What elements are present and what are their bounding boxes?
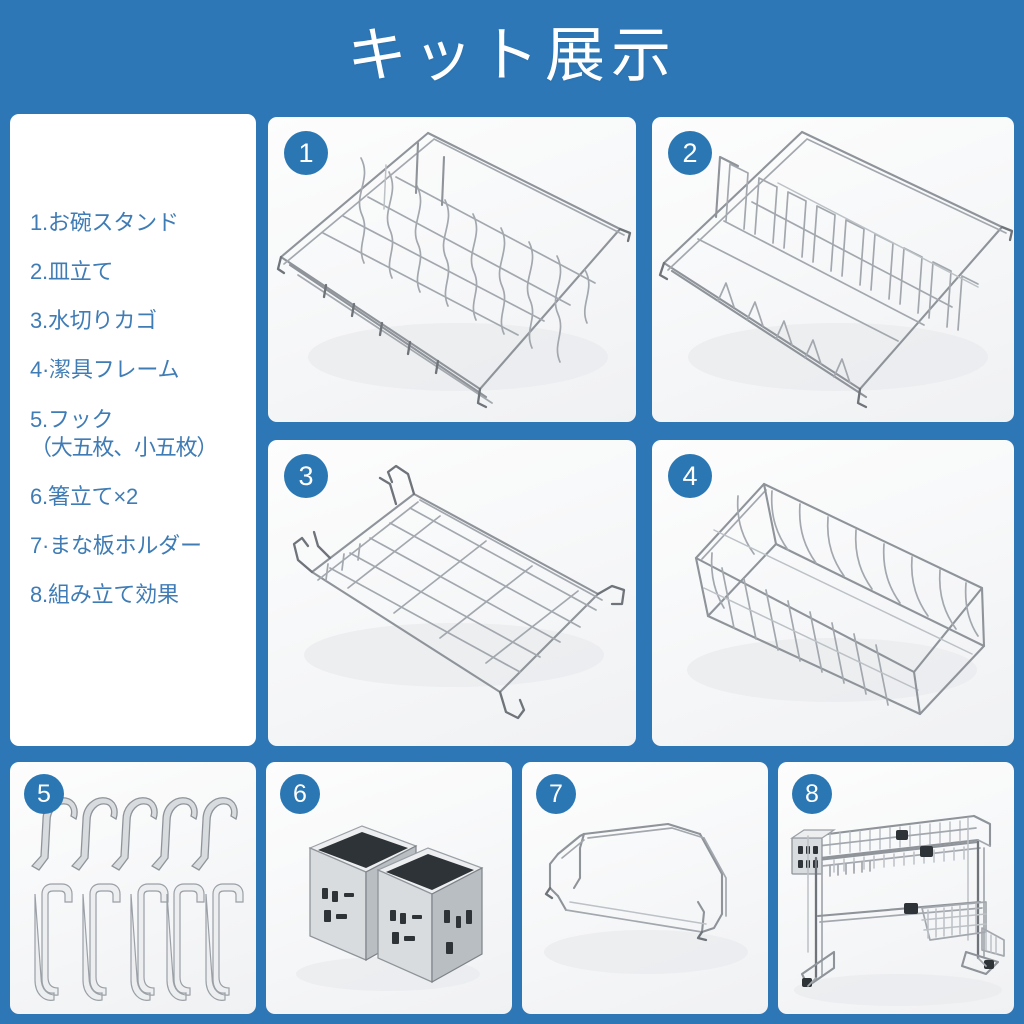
plate-rack-photo	[652, 117, 1014, 422]
utensil-frame-photo	[652, 440, 1014, 746]
list-item: 3.水切りカゴ	[30, 307, 157, 333]
list-item-sublabel: （大五枚、小五枚）	[30, 435, 218, 461]
assembled-rack-photo	[778, 762, 1014, 1014]
panel-number-badge: 4	[668, 454, 712, 498]
parts-list-panel: 1.お碗スタンド 2.皿立て 3.水切りカゴ 4·潔具フレーム 5.フック （大…	[10, 114, 256, 746]
panel-number-badge: 1	[284, 131, 328, 175]
panel-number-badge: 3	[284, 454, 328, 498]
panel-cutting-board-holder: 7	[522, 762, 768, 1014]
list-item: 8.組み立て効果	[30, 581, 179, 607]
panel-drain-basket: 3	[268, 440, 636, 746]
panel-hooks: 5	[10, 762, 256, 1014]
list-item: 5.フック （大五枚、小五枚）	[30, 406, 242, 463]
panel-plate-rack: 2	[652, 117, 1014, 422]
panel-number-badge: 6	[280, 774, 320, 814]
list-item: 6.箸立て×2	[30, 484, 139, 509]
panel-utensil-frame: 4	[652, 440, 1014, 746]
panel-chopstick-holders: 6	[266, 762, 512, 1014]
panel-number-badge: 7	[536, 774, 576, 814]
page-title-bar: キット展示	[0, 0, 1024, 112]
hooks-photo	[10, 762, 256, 1014]
page-title: キット展示	[347, 22, 677, 89]
chopstick-holders-photo	[266, 762, 512, 1014]
panel-number-badge: 2	[668, 131, 712, 175]
list-item: 4·潔具フレーム	[30, 356, 180, 382]
panel-number-badge: 5	[24, 774, 64, 814]
panel-bowl-stand: 1	[268, 117, 636, 422]
list-item: 2.皿立て	[30, 258, 114, 284]
cutting-board-holder-photo	[522, 762, 768, 1014]
panel-number-badge: 8	[792, 774, 832, 814]
parts-list: 1.お碗スタンド 2.皿立て 3.水切りカゴ 4·潔具フレーム 5.フック （大…	[10, 210, 256, 608]
drain-basket-photo	[268, 440, 636, 746]
list-item: 7·まな板ホルダー	[30, 532, 202, 558]
panel-assembled-rack: 8	[778, 762, 1014, 1014]
bowl-stand-photo	[268, 117, 636, 422]
list-item-label: 5.フック	[30, 406, 114, 432]
list-item: 1.お碗スタンド	[30, 210, 179, 235]
